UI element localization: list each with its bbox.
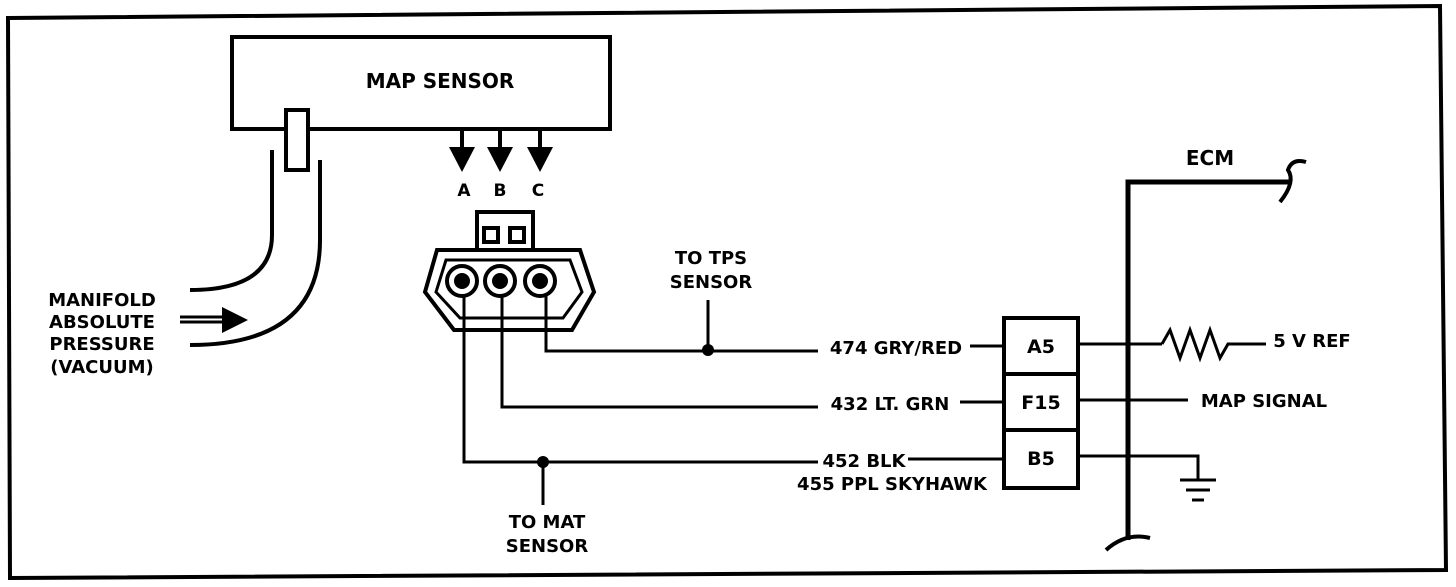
- wire-label-455: 455 PPL SKYHAWK: [797, 474, 988, 495]
- wire-474-gry-red: [544, 296, 818, 353]
- mat-label-2: SENSOR: [506, 536, 589, 557]
- vacuum-hose-inner: [189, 160, 322, 347]
- connector-terminal-a: [445, 264, 479, 298]
- connector-latch: [475, 210, 535, 254]
- vref-resistor: [1160, 325, 1266, 363]
- mat-label-1: TO MAT: [509, 512, 586, 533]
- ecm-title: ECM: [1186, 146, 1234, 170]
- vacuum-label-2: ABSOLUTE: [49, 312, 155, 333]
- vacuum-label-1: MANIFOLD: [48, 290, 156, 311]
- ecm-terminal-a5-box: [1002, 316, 1080, 376]
- pin-arrow-b: [487, 130, 513, 172]
- ecm-terminal-f15: F15: [1021, 392, 1060, 414]
- wire-label-474: 474 GRY/RED: [830, 338, 962, 359]
- vacuum-flow-arrow: [180, 307, 248, 333]
- pin-label-c: C: [532, 181, 544, 201]
- tps-splice-dot: [702, 344, 714, 356]
- ecm-break-top: [1278, 159, 1307, 204]
- ecm-signal-label: MAP SIGNAL: [1201, 391, 1327, 412]
- ecm-terminal-b5: B5: [1027, 448, 1055, 470]
- tps-label-1: TO TPS: [675, 248, 747, 269]
- mat-splice-dot: [537, 456, 549, 468]
- connector-inner: [434, 258, 584, 320]
- wire-432-lt-grn: [500, 296, 818, 409]
- diagram-frame: [5, 3, 1449, 581]
- ground-symbol: [1180, 478, 1216, 502]
- ecm-terminal-a5: A5: [1027, 336, 1055, 358]
- pin-label-a: A: [457, 181, 471, 201]
- pin-arrow-a: [449, 130, 475, 172]
- ecm-b5-ground-line: [1078, 454, 1200, 480]
- tps-label-2: SENSOR: [670, 272, 753, 293]
- ecm-terminal-b5-box: [1002, 428, 1080, 490]
- vacuum-port: [284, 108, 310, 172]
- ecm-boundary: [1125, 179, 1290, 540]
- map-sensor-title: MAP SENSOR: [366, 69, 515, 93]
- vacuum-label-4: (VACUUM): [50, 357, 153, 378]
- ecm-break-bottom: [1104, 534, 1151, 552]
- vacuum-hose-outer: [189, 150, 274, 292]
- connector-terminal-c: [523, 264, 557, 298]
- ecm-vref-label: 5 V REF: [1273, 331, 1350, 352]
- wire-452-blk: [462, 296, 818, 464]
- wire-label-452: 452 BLK: [823, 451, 907, 472]
- vacuum-label-3: PRESSURE: [49, 334, 154, 355]
- connector-terminal-b: [483, 264, 517, 298]
- wire-label-432: 432 LT. GRN: [831, 394, 950, 415]
- pin-arrow-c: [527, 130, 553, 172]
- pin-label-b: B: [494, 181, 507, 201]
